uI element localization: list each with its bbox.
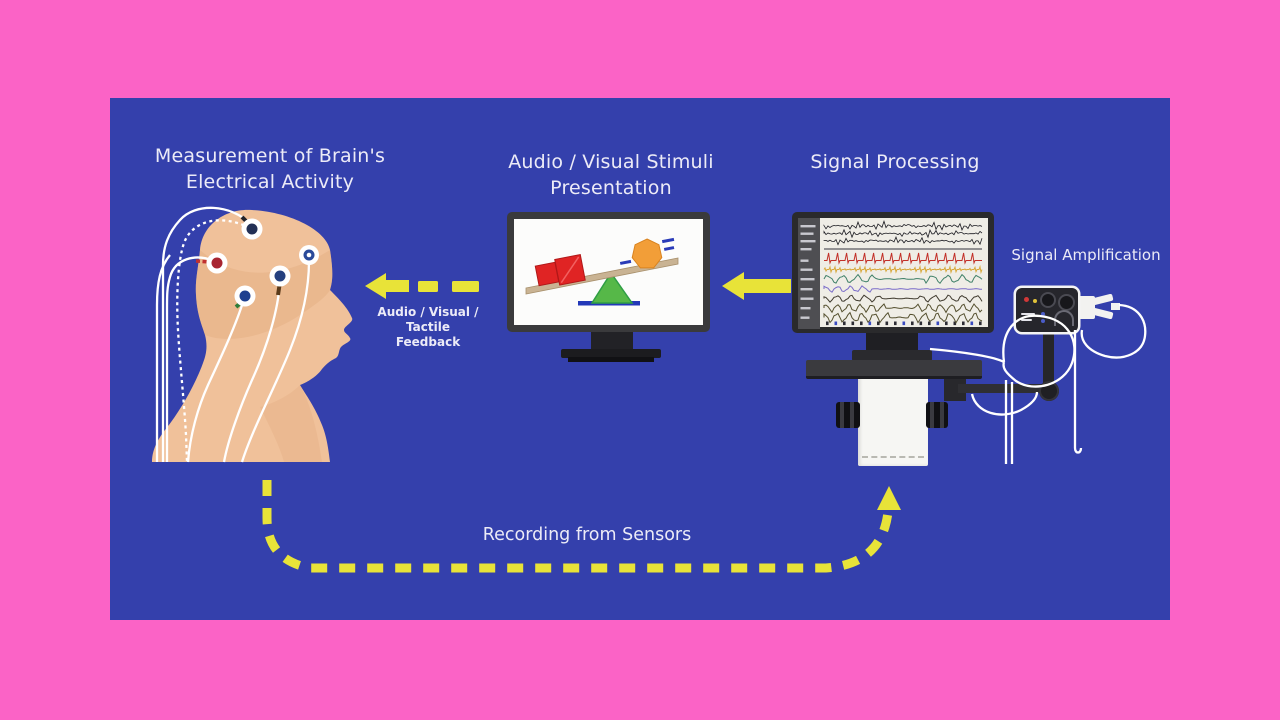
eeg-channel-sidebar [798, 218, 820, 329]
stimuli-label-line2: Presentation [550, 177, 672, 199]
neck-shading [260, 385, 322, 462]
feedback-label-line2: Feedback [395, 335, 461, 349]
head-profile [152, 209, 353, 462]
mount-arm-block [944, 374, 966, 401]
electrodes [195, 215, 319, 309]
measurement-label: Measurement of Brain's Electrical Activi… [120, 143, 420, 195]
head-with-eeg-electrodes-illustration [152, 206, 353, 463]
connector-nub [1111, 303, 1120, 310]
recording-label: Recording from Sensors [482, 525, 692, 545]
paper-roller-left [836, 402, 860, 428]
red-led-icon [1024, 297, 1029, 302]
scalp-shading [195, 250, 333, 339]
electrode-cables [155, 206, 311, 463]
seesaw-fulcrum-triangle [590, 271, 634, 304]
stimuli-monitor-stand-base [561, 349, 661, 358]
stimuli-label-line1: Audio / Visual Stimuli [508, 151, 714, 173]
paper-roller-right [926, 402, 948, 428]
red-square-small [534, 261, 560, 287]
measurement-label-line1: Measurement of Brain's [154, 145, 386, 167]
amplifier-port-dot [1041, 312, 1045, 316]
desk-shelf [806, 360, 982, 379]
amplifier-device [1016, 288, 1078, 332]
amplifier-label-marking [1021, 313, 1035, 315]
feedback-label: Audio / Visual / Tactile Feedback [356, 305, 500, 350]
processing-monitor-stand-plate [852, 350, 932, 361]
electrode-green-icon [234, 285, 256, 309]
amplification-label: Signal Amplification [1011, 246, 1161, 264]
stimuli-monitor-stand-strip [568, 357, 654, 362]
eeg-trace-paths [823, 220, 983, 324]
stimuli-monitor-stand-neck [591, 331, 633, 350]
amplifier-knob-icon [1040, 292, 1056, 308]
seesaw-illustration [525, 237, 679, 306]
paper-perforation [862, 456, 924, 458]
feedback-label-line1: Audio / Visual / Tactile [377, 305, 479, 334]
electrode-red-icon [195, 252, 228, 274]
processing-monitor-stand-neck [866, 332, 918, 352]
mount-arm-joint [1039, 381, 1059, 401]
eeg-screen [798, 218, 988, 329]
paper-chart [858, 374, 928, 466]
orange-heptagon [631, 238, 663, 269]
electrode-front-icon [299, 245, 319, 265]
amplifier-port-dot [1041, 319, 1045, 323]
processing-monitor [792, 212, 994, 333]
eeg-channel-labels [800, 225, 816, 319]
processing-label: Signal Processing [810, 151, 980, 173]
eeg-time-ticks [826, 321, 982, 326]
measurement-label-line2: Electrical Activity [185, 171, 355, 193]
yellow-led-icon [1033, 299, 1037, 303]
eeg-traces [798, 218, 983, 329]
stimuli-monitor [507, 212, 710, 332]
electrode-center-icon [269, 265, 291, 296]
amplifier-knob-icon [1058, 294, 1075, 311]
electrode-top-icon [240, 215, 263, 240]
stimuli-label: Audio / Visual Stimuli Presentation [487, 149, 735, 201]
stimuli-monitor-screen [514, 219, 703, 325]
red-square-large [554, 253, 586, 286]
amplifier-dial-marking [1054, 310, 1074, 326]
amplifier-label-marking [1021, 319, 1032, 321]
motion-dashes [619, 237, 675, 265]
